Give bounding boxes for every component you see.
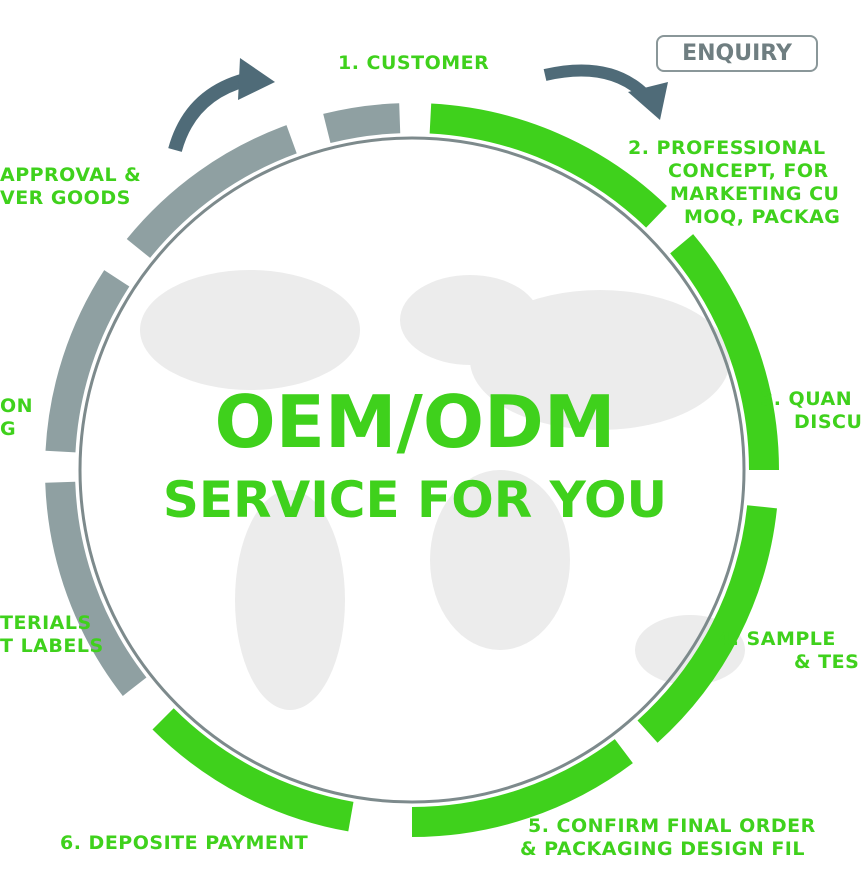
enquiry-badge: ENQUIRY bbox=[656, 35, 818, 72]
ring-segment-2 bbox=[670, 234, 779, 471]
curved-arrow-icon bbox=[168, 73, 248, 153]
ring-segment-1 bbox=[429, 103, 667, 228]
arrow-head-icon bbox=[628, 82, 668, 120]
ring-segment-6 bbox=[45, 481, 147, 696]
step-1-label: 1. CUSTOMER bbox=[338, 52, 490, 74]
ring-segment-5 bbox=[152, 708, 354, 832]
step-2-label: 2. PROFESSIONAL CONCEPT, FOR MARKETING C… bbox=[628, 137, 841, 228]
step-8-label: ON G bbox=[0, 395, 34, 440]
inner-circle bbox=[78, 136, 746, 804]
ring-segment-3 bbox=[637, 505, 777, 743]
step-6-label: 6. DEPOSITE PAYMENT bbox=[60, 832, 309, 854]
curved-arrow-icon bbox=[543, 64, 650, 100]
title-line2: SERVICE FOR YOU bbox=[162, 471, 668, 529]
ring-segment-7 bbox=[45, 270, 130, 453]
step-7-label: TERIALS T LABELS bbox=[0, 612, 104, 657]
ring-segment-9 bbox=[323, 103, 401, 144]
arrow-head-icon bbox=[238, 58, 275, 100]
step-3-label: 3. QUAN DISCU bbox=[760, 388, 861, 433]
step-9-label: APPROVAL & VER GOODS bbox=[0, 164, 142, 209]
ring-segment-8 bbox=[126, 125, 297, 259]
ring-segment-4 bbox=[411, 739, 633, 837]
title-line1: OEM/ODM bbox=[214, 380, 616, 464]
step-4-label: 4. SAMPLE & TES bbox=[718, 628, 860, 673]
step-5-label: 5. CONFIRM FINAL ORDER & PACKAGING DESIG… bbox=[520, 815, 816, 860]
world-map-background bbox=[140, 270, 745, 710]
